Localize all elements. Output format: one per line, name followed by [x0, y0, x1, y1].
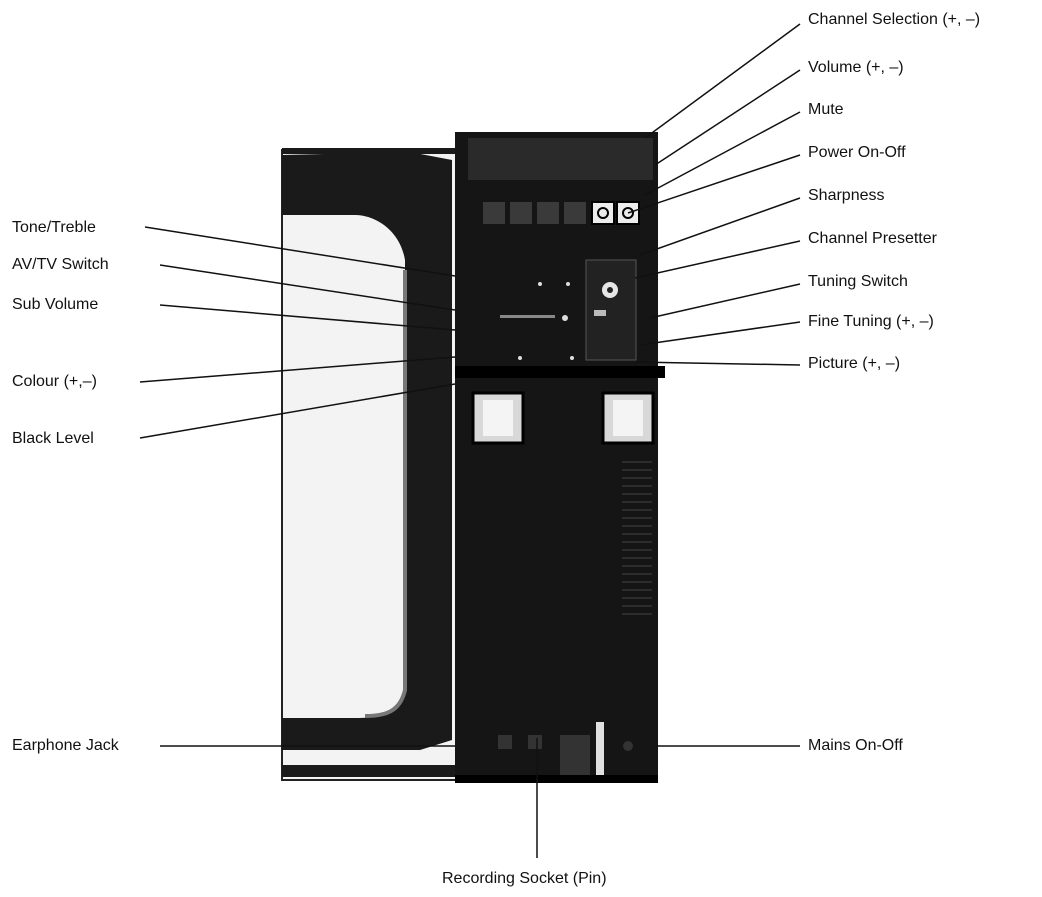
- label-colour: Colour (+,–): [12, 373, 97, 390]
- leader-volume: [654, 69, 801, 166]
- label-earphone-jack: Earphone Jack: [12, 737, 119, 754]
- leader-fine-tuning: [639, 321, 801, 346]
- leader-lines: [139, 23, 801, 858]
- label-tuning-switch: Tuning Switch: [808, 273, 908, 290]
- label-black-level: Black Level: [12, 430, 94, 447]
- leader-tone-treble: [144, 226, 456, 277]
- leader-sharpness: [639, 197, 801, 256]
- label-volume: Volume (+, –): [808, 59, 904, 76]
- label-mute: Mute: [808, 101, 844, 118]
- tv-side-housing: [281, 148, 468, 781]
- speaker-grills: [471, 391, 655, 445]
- vent-slats: [622, 461, 652, 615]
- leader-picture: [634, 361, 801, 366]
- leader-power: [627, 154, 801, 214]
- top-button-row: [483, 201, 640, 225]
- leader-black-level: [139, 383, 456, 439]
- label-power-on-off: Power On-Off: [808, 144, 906, 161]
- label-sub-volume: Sub Volume: [12, 296, 99, 313]
- leader-channel-selection: [644, 23, 801, 139]
- leader-colour: [139, 356, 456, 383]
- tuning-window: [585, 259, 637, 361]
- label-av-tv-switch: AV/TV Switch: [12, 256, 109, 273]
- label-channel-presetter: Channel Presetter: [808, 230, 937, 247]
- label-mains-on-off: Mains On-Off: [808, 737, 903, 754]
- leader-av-tv: [159, 264, 456, 311]
- label-fine-tuning: Fine Tuning (+, –): [808, 313, 934, 330]
- leader-tuning-switch: [649, 283, 801, 319]
- leader-sub-volume: [159, 304, 456, 331]
- control-panel-column: [455, 132, 665, 783]
- label-sharpness: Sharpness: [808, 187, 885, 204]
- bottom-jacks: [498, 722, 633, 777]
- label-channel-selection: Channel Selection (+, –): [808, 11, 981, 28]
- leader-channel-presetter: [634, 240, 801, 279]
- label-tone-treble: Tone/Treble: [12, 219, 96, 236]
- label-picture: Picture (+, –): [808, 355, 901, 372]
- leader-mute: [644, 111, 801, 196]
- label-recording-socket: Recording Socket (Pin): [442, 870, 607, 887]
